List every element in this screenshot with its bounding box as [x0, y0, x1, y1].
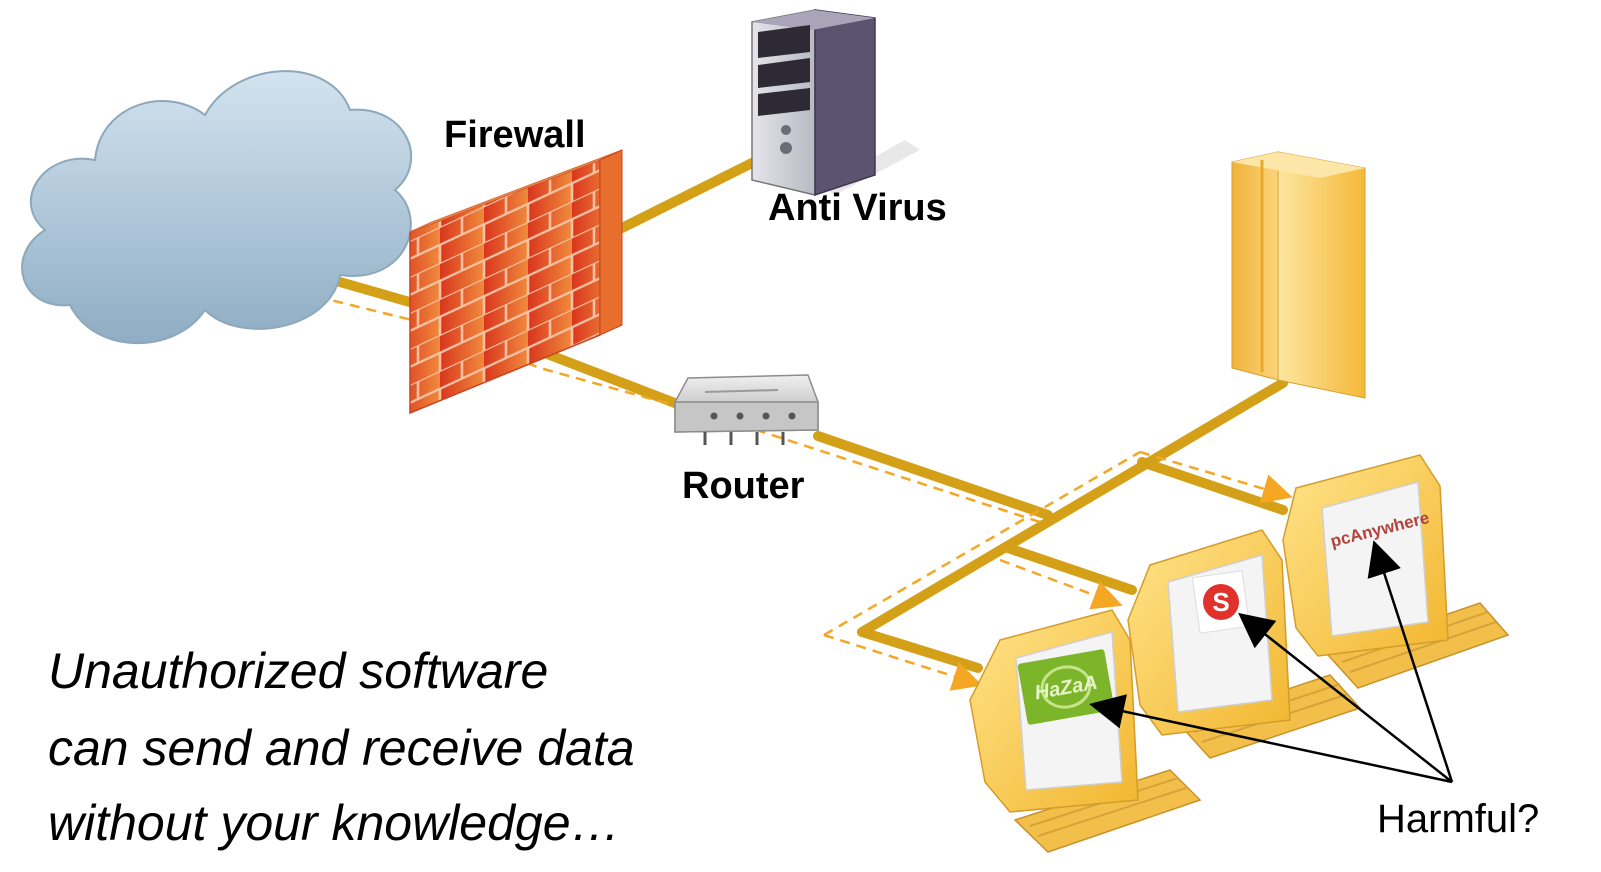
flow-to-pc3 [1139, 450, 1293, 504]
firewall-icon [409, 149, 623, 415]
arrow-to-hazaa [1089, 694, 1453, 784]
arrow-to-skype [1238, 612, 1453, 783]
flow-to-pc2 [999, 558, 1123, 610]
cable-pc3-branch [1137, 457, 1288, 515]
lan-server-tower-icon [1231, 151, 1366, 399]
skype-app-label: S [1212, 587, 1229, 617]
cable-router-lan [813, 431, 1053, 520]
arrow-to-pcanywhere [1367, 540, 1454, 783]
router-label: Router [682, 465, 805, 507]
pc-1: HaZaA [969, 609, 1202, 853]
router-icon [674, 374, 819, 445]
antivirus-label: Anti Virus [768, 187, 947, 229]
flow-to-internet [285, 281, 1041, 524]
cables [293, 155, 1288, 673]
caption-line-3: without your knowledge… [48, 795, 621, 851]
caption: Unauthorized software can send and recei… [48, 643, 635, 851]
screen-3 [1321, 481, 1429, 637]
caption-line-1: Unauthorized software [48, 643, 548, 699]
unauthorized-data-flow [285, 281, 1293, 691]
cable-pc1-branch [857, 627, 983, 673]
flow-to-pc1 [823, 633, 983, 691]
harmful-callout-arrows [1089, 540, 1454, 784]
cable-firewall-router [537, 347, 685, 410]
caption-line-2: can send and receive data [48, 720, 635, 776]
firewall-label: Firewall [444, 114, 586, 156]
internet-cloud-icon [21, 70, 413, 345]
flow-backbone [823, 450, 1141, 637]
cable-backbone [857, 378, 1288, 637]
cable-pc2-branch [1003, 543, 1137, 595]
cable-firewall-antivirus [617, 155, 763, 233]
antivirus-server-icon [751, 9, 920, 197]
pc-2: S [1127, 529, 1362, 759]
pc-3: pcAnywhere [1282, 454, 1510, 689]
screen-2 [1167, 554, 1273, 713]
harmful-label: Harmful? [1377, 797, 1539, 841]
